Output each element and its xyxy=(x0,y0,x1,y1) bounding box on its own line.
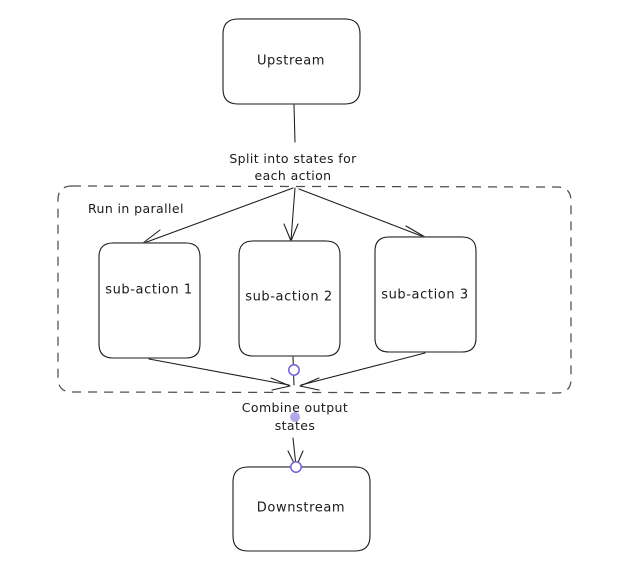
edge-split-sub2-line xyxy=(290,187,296,241)
edge-split-to-sub-action-1 xyxy=(142,187,294,245)
edge-label-combine-line1: Combine output xyxy=(242,400,348,415)
edge-sub-action-1-to-combine xyxy=(148,358,291,391)
group-dashed-border xyxy=(57,185,572,394)
edge-sub3-combine-line xyxy=(300,352,426,386)
group-run-in-parallel[interactable]: Run in parallel xyxy=(57,185,572,394)
edge-sub3-combine-arrowhead xyxy=(299,377,320,391)
node-upstream[interactable]: Upstream xyxy=(222,18,361,105)
edge-label-combine-line2: states xyxy=(275,418,316,433)
edge-split-sub3-line xyxy=(298,188,425,238)
edge-sub1-combine-arrowhead xyxy=(270,377,291,391)
node-sub-action-3[interactable]: sub-action 3 xyxy=(374,236,477,353)
edge-split-to-sub-action-3 xyxy=(298,188,426,243)
edge-sub1-combine-line xyxy=(148,358,290,386)
edge-label-split-line2: each action xyxy=(255,168,332,183)
edge-label-split: Split into states for each action xyxy=(229,151,357,183)
node-sub-action-2-label: sub-action 2 xyxy=(245,290,333,305)
node-downstream-shape xyxy=(232,466,371,552)
edge-sub-action-3-to-combine xyxy=(299,352,426,391)
group-label: Run in parallel xyxy=(88,201,184,216)
node-downstream-label: Downstream xyxy=(257,501,345,516)
edge-label-combine: Combine output states xyxy=(242,400,348,433)
combine-connection-dot-icon[interactable] xyxy=(290,412,300,422)
downstream-port-handle-icon[interactable] xyxy=(290,461,302,473)
node-sub-action-2[interactable]: sub-action 2 xyxy=(238,240,341,357)
node-sub-action-3-label: sub-action 3 xyxy=(381,288,469,303)
node-upstream-label: Upstream xyxy=(257,54,325,69)
edge-split-to-sub-action-2 xyxy=(283,187,299,242)
edge-split-sub1-line xyxy=(143,187,294,244)
edge-upstream-to-split xyxy=(293,104,296,143)
edge-upstream-split-line xyxy=(293,104,296,143)
node-sub-action-1-label: sub-action 1 xyxy=(105,283,193,298)
node-upstream-shape xyxy=(222,18,361,105)
node-downstream[interactable]: Downstream xyxy=(232,466,371,552)
node-sub-action-3-shape xyxy=(374,236,477,353)
node-sub-action-1[interactable]: sub-action 1 xyxy=(98,242,201,359)
edge-label-split-line1: Split into states for xyxy=(229,151,357,166)
node-sub-action-1-shape xyxy=(98,242,201,359)
combine-port-handle-icon[interactable] xyxy=(288,364,300,376)
node-sub-action-2-shape xyxy=(238,240,341,357)
